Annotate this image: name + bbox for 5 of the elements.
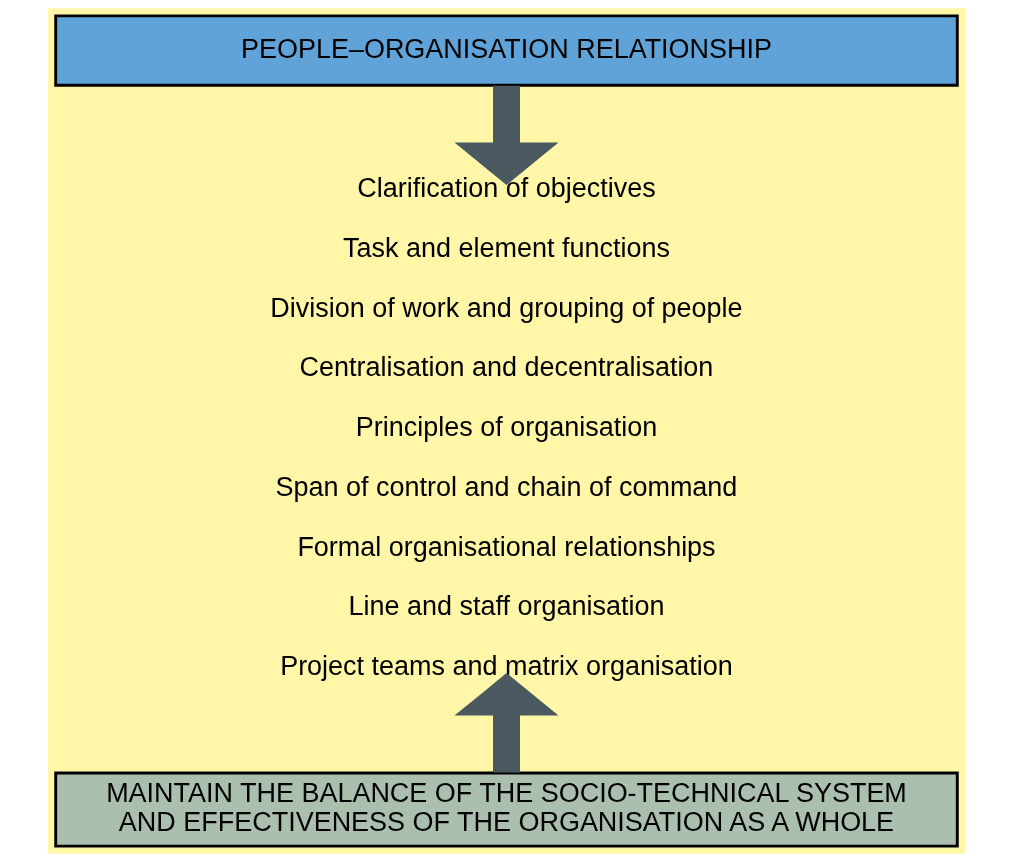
arrow xyxy=(454,85,559,186)
arrow xyxy=(454,673,559,773)
node-box: MAINTAIN THE BALANCE OF THE SOCIO-TECHNICAL SYSTEM AND EFFECTIVENESS OF THE ORGANISATION AS A WHOLE xyxy=(54,771,959,848)
node-box: PEOPLE–ORGANISATION RELATIONSHIP xyxy=(54,14,959,87)
node-text: Clarification of objectives Task and element functions Division of work and grouping of people Centralisation and decentralisation Principles of organisation Span of control and chain of command Formal organisational relationships Line and staff organisation Project teams and matrix organisation xyxy=(270,173,743,682)
